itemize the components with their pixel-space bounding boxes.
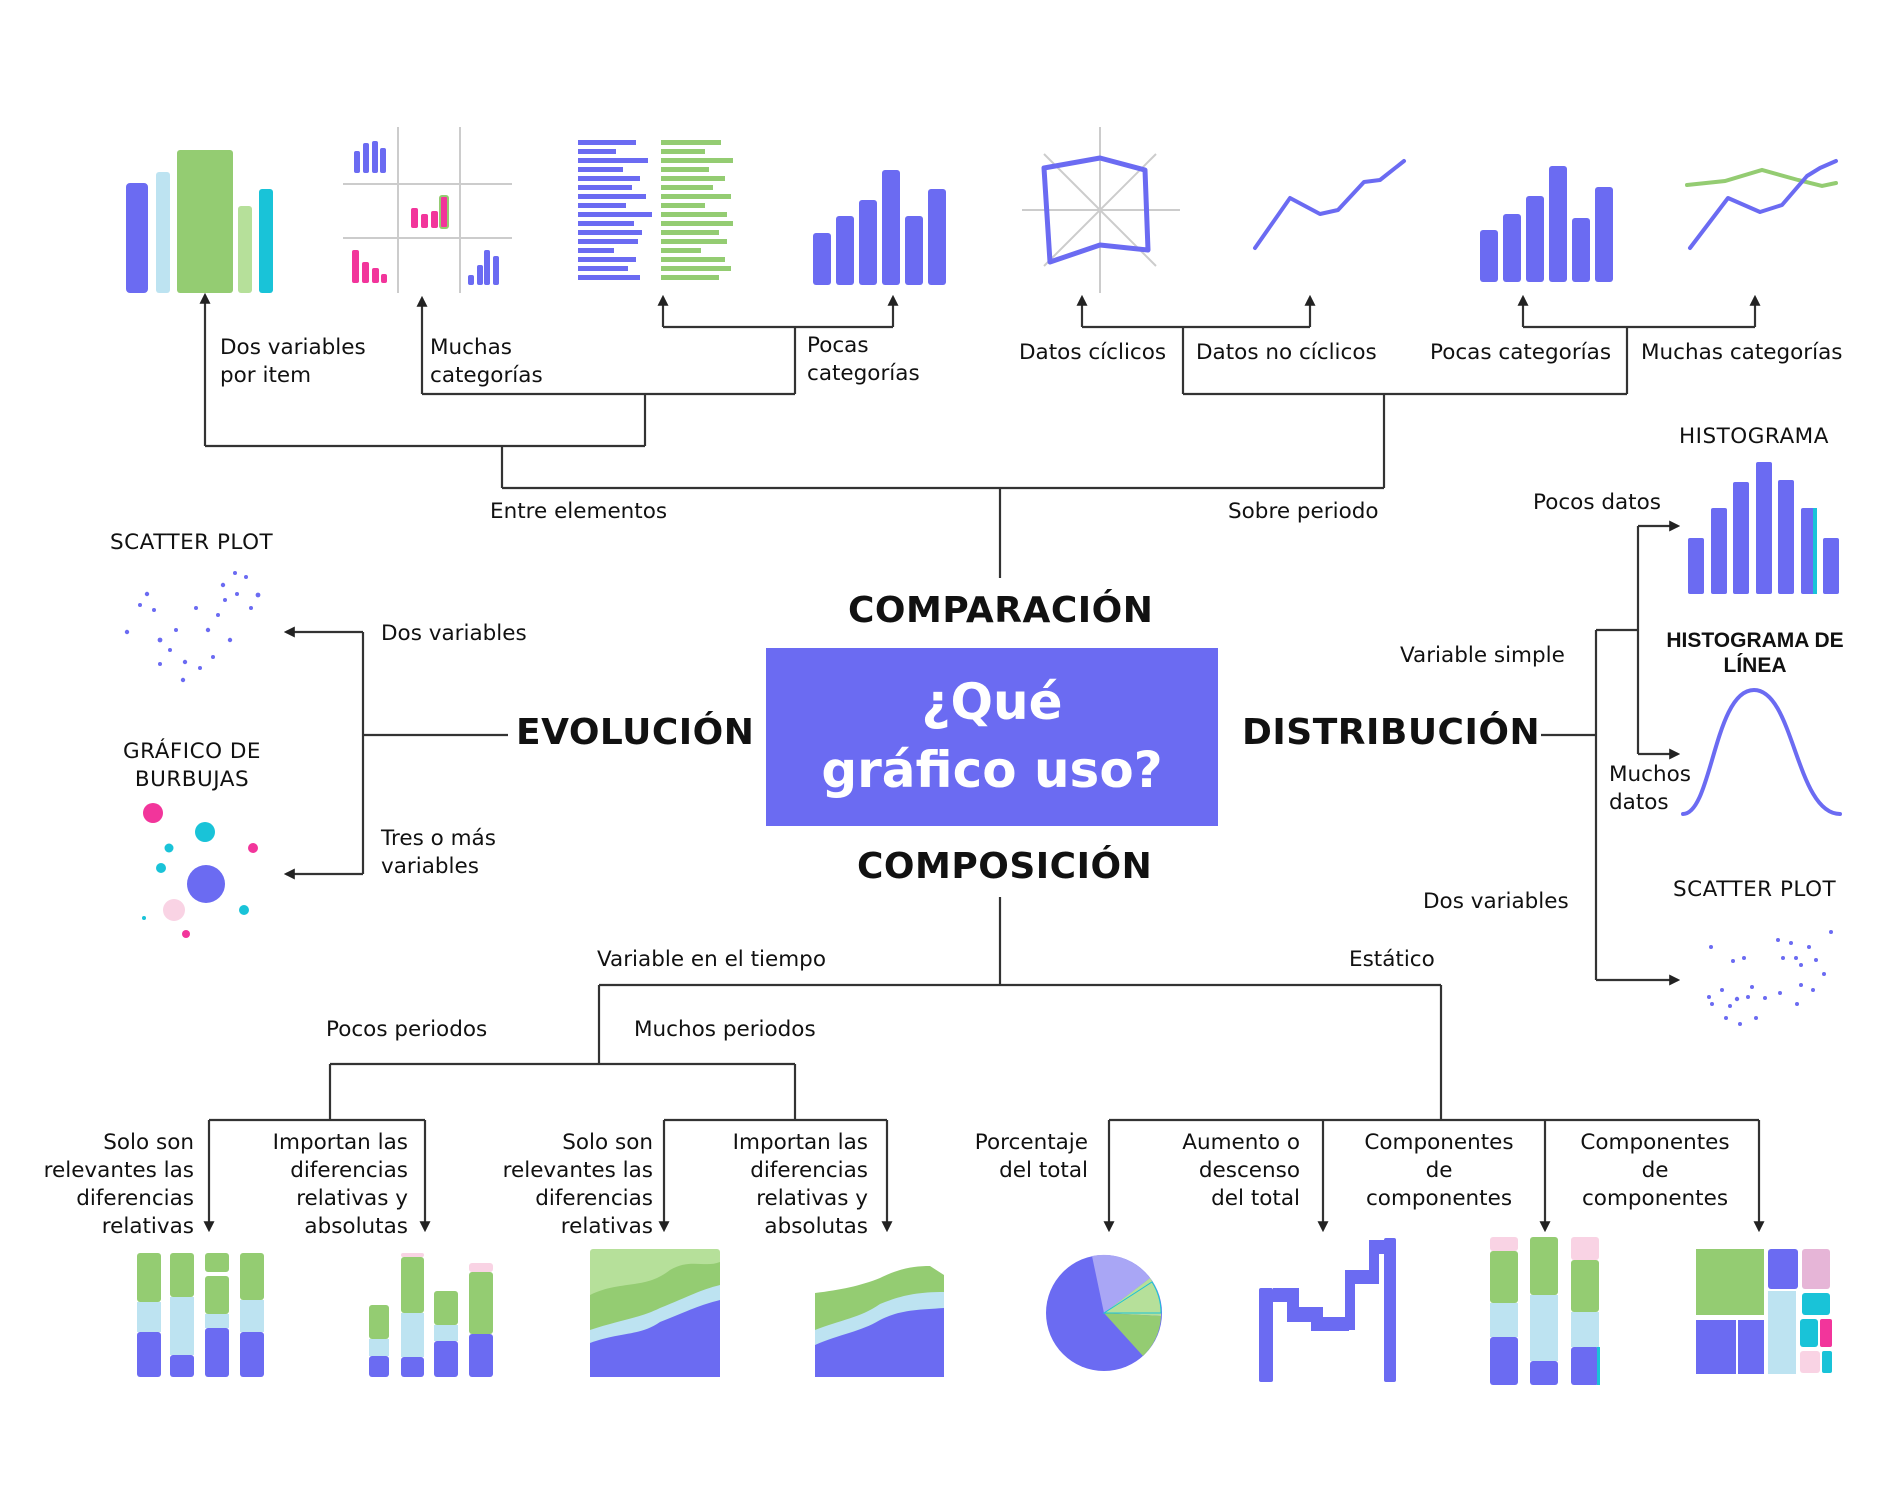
category-comparacion: COMPARACIÓN [848,590,1154,631]
line-histogram-icon [1681,687,1842,816]
label-variable-en-el-tiempo: Variable en el tiempo [597,947,826,972]
category-evolucion: EVOLUCIÓN [516,712,755,753]
horizontal-bar-table-icon [578,140,733,280]
bubble-chart-title: GRÁFICO DE BURBUJAS [122,739,262,792]
label-pocas-categorias: Pocas categorías [807,333,920,386]
stacked-column-icon [369,1253,493,1377]
bubble-chart-icon [142,803,258,938]
label-pocos-datos: Pocos datos [1533,490,1661,515]
label-solo-relevantes-1: Solo son relevantes las diferencias rela… [43,1130,194,1239]
label-entre-elementos: Entre elementos [490,499,668,524]
label-pocas-categorias-periodo: Pocas categorías [1430,340,1612,365]
label-muchas-categorias-periodo: Muchas categorías [1641,340,1843,365]
column-chart-icon [813,170,946,285]
line-histogram-title: HISTOGRAMA DE LÍNEA [1666,629,1844,677]
category-distribucion: DISTRIBUCIÓN [1242,712,1541,753]
label-muchos-periodos: Muchos periodos [634,1017,816,1042]
variable-width-bar-icon [126,150,273,293]
label-solo-relevantes-2: Solo son relevantes las diferencias rela… [502,1130,653,1239]
stacked-area-icon [815,1266,944,1377]
label-importan-1: Importan las diferencias relativas y abs… [272,1130,408,1239]
label-dos-variables-por-item: Dos variables por item [220,335,366,388]
multi-line-chart-icon [1685,159,1838,250]
label-componentes-2: Componentes de componentes [1580,1130,1730,1211]
scatter-plot-icon-left [124,571,261,683]
label-porcentaje-total: Porcentaje del total [974,1130,1088,1183]
small-multiples-bar-icon [343,127,512,293]
scatter-plot-title-left: SCATTER PLOT [110,530,274,555]
treemap-icon [1696,1249,1832,1374]
stacked-subcomponent-column-icon [1490,1237,1600,1385]
label-importan-2: Importan las diferencias relativas y abs… [732,1130,868,1239]
label-sobre-periodo: Sobre periodo [1228,499,1379,524]
column-chart-period-icon [1480,166,1613,282]
label-datos-ciclicos: Datos cíclicos [1019,340,1167,365]
label-estatico: Estático [1349,947,1435,972]
radar-chart-icon [1022,127,1180,293]
center-question-box: ¿Qué gráfico uso? [766,648,1218,826]
label-aumento-descenso: Aumento o descenso del total [1182,1130,1300,1211]
label-pocos-periodos: Pocos periodos [326,1017,488,1042]
stacked-100-area-icon [590,1249,720,1377]
label-datos-no-ciclicos: Datos no cíclicos [1196,340,1377,365]
line-chart-icon [1253,159,1406,250]
label-dos-variables-right: Dos variables [1423,889,1569,914]
histogram-title: HISTOGRAMA [1679,424,1829,449]
label-muchos-datos: Muchos datos [1609,762,1691,815]
label-componentes-1: Componentes de componentes [1364,1130,1514,1211]
pie-chart-icon [1046,1254,1162,1371]
waterfall-chart-icon [1259,1238,1396,1382]
label-muchas-categorias: Muchas categorías [430,335,543,388]
label-variable-simple: Variable simple [1400,643,1565,668]
stacked-100-column-icon [137,1253,264,1377]
scatter-plot-title-right: SCATTER PLOT [1673,877,1837,902]
scatter-plot-icon-right [1707,930,1833,1026]
label-tres-variables: Tres o más variables [381,826,496,879]
histogram-icon [1688,462,1839,594]
category-composicion: COMPOSICIÓN [857,846,1153,887]
label-dos-variables-left: Dos variables [381,621,527,646]
center-question-title: ¿Qué gráfico uso? [821,673,1163,799]
